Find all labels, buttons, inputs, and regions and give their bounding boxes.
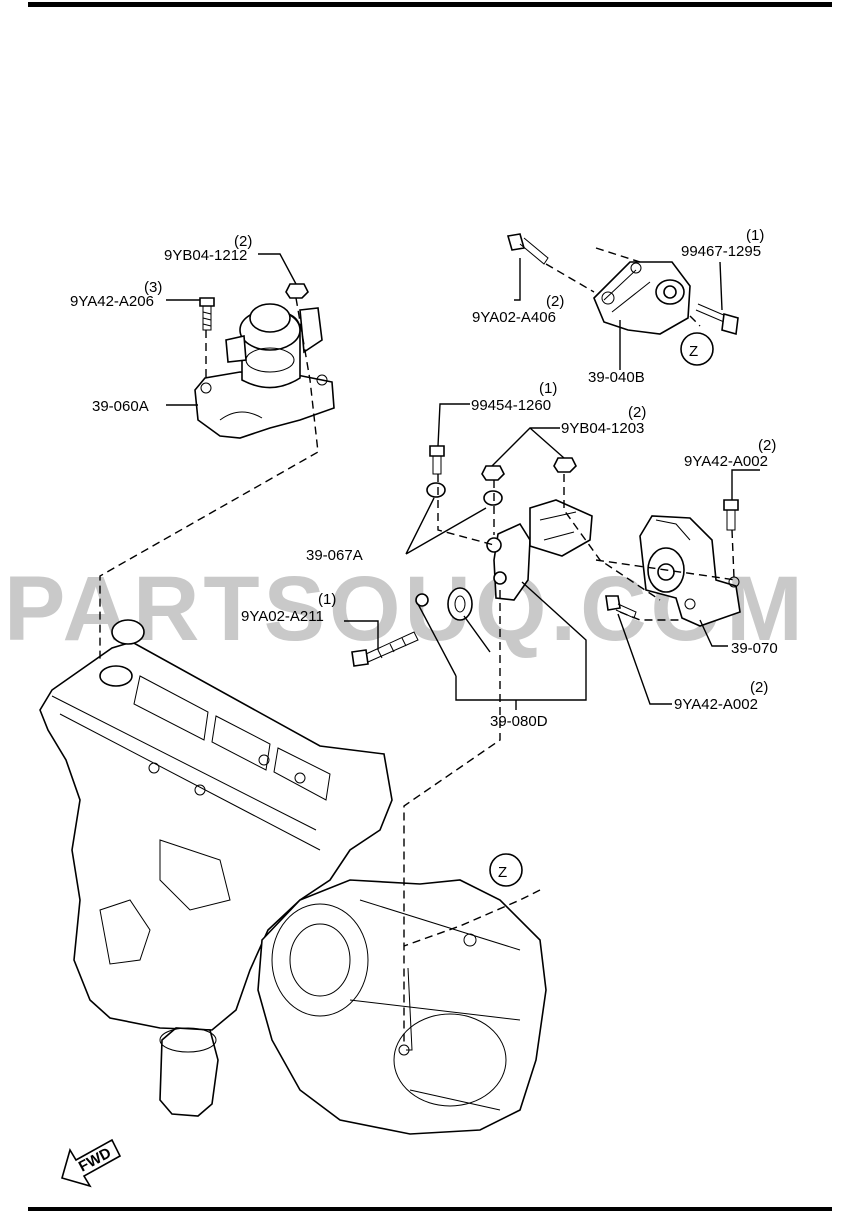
label-99467-1295: 99467-1295: [681, 243, 761, 260]
label-9YA42-A002-bottom: 9YA42-A002: [674, 696, 758, 713]
label-39-080D: 39-080D: [490, 713, 548, 730]
qty-9YA02-A211: (1): [318, 591, 336, 608]
label-39-040B: 39-040B: [588, 369, 645, 386]
qty-9YB04-1212: (2): [234, 233, 252, 250]
bolt-9YA02-A406: [506, 233, 549, 265]
bolt-9YA42-A206: [199, 297, 215, 331]
label-9YA42-A206: 9YA42-A206: [70, 293, 154, 310]
bolt-9YA42-A002-top: [723, 499, 739, 531]
qty-9YA02-A406: (2): [546, 293, 564, 310]
label-99454-1260: 99454-1260: [471, 397, 551, 414]
part-labels: (2) 9YB04-1212 (3) 9YA42-A206 39-060A (1…: [70, 227, 778, 730]
bolt-99454-1260: [429, 445, 445, 475]
label-9YA42-A002-top: 9YA42-A002: [684, 453, 768, 470]
alignment-lines: [99, 247, 737, 1046]
qty-9YA42-A002-bottom: (2): [750, 679, 768, 696]
bolt-99467-1295: [695, 303, 739, 336]
label-9YA02-A406: 9YA02-A406: [472, 309, 556, 326]
bushing: [415, 587, 473, 621]
qty-9YB04-1203: (2): [628, 404, 646, 421]
transaxle-assembly: [257, 879, 547, 1135]
fwd-arrow-icon: FWD: [61, 1138, 122, 1188]
engine-assembly: [39, 619, 393, 1117]
label-9YB04-1212: 9YB04-1212: [164, 247, 247, 264]
qty-9YA42-A002-top: (2): [758, 437, 776, 454]
view-marker-z-bottom-label: Z: [498, 864, 507, 881]
engine-mount-39-060A: [194, 303, 335, 439]
leader-lines: [166, 253, 760, 710]
bolt-9YA02-A211: [351, 631, 419, 667]
view-marker-z-top: [680, 332, 714, 366]
qty-99454-1260: (1): [539, 380, 557, 397]
bottom-border: [28, 1207, 832, 1211]
label-9YA02-A211: 9YA02-A211: [241, 608, 324, 625]
washer-39-067A: [426, 482, 503, 506]
view-marker-z-top-label: Z: [689, 343, 698, 360]
label-39-067A: 39-067A: [306, 547, 363, 564]
nuts-9YB04-1203: [481, 457, 577, 481]
qty-99467-1295: (1): [746, 227, 764, 244]
qty-9YA42-A206: (3): [144, 279, 162, 296]
label-9YB04-1203: 9YB04-1203: [561, 420, 644, 437]
label-39-070: 39-070: [731, 640, 778, 657]
transmission-mount-39-040B: [593, 261, 691, 335]
top-border: [28, 2, 832, 7]
view-marker-z-bottom: [489, 853, 523, 887]
nut-9YB04-1212: [285, 283, 309, 299]
bracket-39-080D: [486, 499, 593, 601]
label-39-060A: 39-060A: [92, 398, 149, 415]
